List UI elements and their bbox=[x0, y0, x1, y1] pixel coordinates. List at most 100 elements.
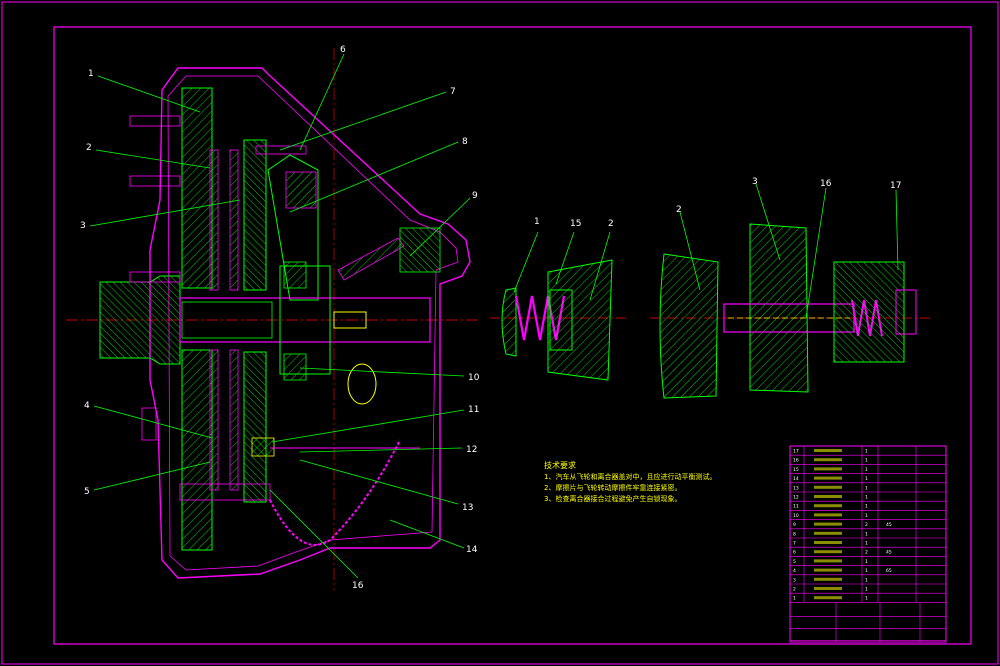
flywheel-block-lower bbox=[181, 349, 213, 551]
parts-row-name-glyph bbox=[814, 587, 842, 590]
parts-row-qty: 2 bbox=[865, 550, 868, 556]
technical-notes: 技术要求 1、汽车从飞轮和离合器盖对中，且应进行动平衡测试。 2、摩擦片与飞轮转… bbox=[544, 460, 716, 503]
parts-row-number: 10 bbox=[793, 513, 799, 519]
parts-row-qty: 1 bbox=[865, 587, 868, 593]
release-fork bbox=[337, 237, 405, 281]
bolt-mid bbox=[129, 175, 181, 187]
parts-row-material: 45 bbox=[886, 550, 892, 556]
parts-row-number: 2 bbox=[793, 587, 796, 593]
main-leaders bbox=[89, 53, 471, 579]
parts-row-material: 45 bbox=[886, 522, 892, 528]
detail-a-part-1 bbox=[501, 287, 517, 357]
parts-row-name-glyph bbox=[814, 449, 842, 452]
parts-row-number: 4 bbox=[793, 568, 796, 574]
parts-row-qty: 1 bbox=[865, 596, 868, 602]
parts-row-qty: 1 bbox=[865, 476, 868, 482]
label-2: 2 bbox=[86, 143, 92, 153]
detail-b-part-2 bbox=[659, 253, 719, 399]
friction-disc-1 bbox=[209, 149, 219, 291]
parts-row-number: 12 bbox=[793, 495, 799, 501]
parts-row-name-glyph bbox=[814, 467, 842, 471]
friction-disc-4 bbox=[229, 349, 239, 491]
notes-item-2: 2、摩擦片与飞轮转动摩擦件牢靠连接紧密。 bbox=[544, 483, 681, 492]
release-bearing bbox=[283, 261, 307, 289]
label-7: 7 bbox=[450, 87, 456, 97]
cover-spring bbox=[285, 171, 317, 209]
label-3: 3 bbox=[80, 221, 86, 231]
parts-row-number: 6 bbox=[793, 550, 796, 556]
detail-b-view bbox=[650, 223, 930, 399]
detail-b-leaders bbox=[679, 183, 899, 319]
parts-row-number: 3 bbox=[793, 577, 796, 583]
detail-b-label-17: 17 bbox=[890, 181, 901, 191]
parts-row-name-glyph bbox=[814, 596, 842, 600]
parts-row-number: 14 bbox=[793, 476, 799, 482]
pressure-plate bbox=[243, 139, 267, 291]
fork-pivot bbox=[399, 227, 441, 273]
label-12: 12 bbox=[466, 445, 477, 455]
main-assembly-view bbox=[66, 48, 480, 590]
label-13: 13 bbox=[462, 503, 473, 513]
housing-inner bbox=[167, 75, 459, 571]
shaft-key bbox=[333, 311, 367, 329]
notes-item-1: 1、汽车从飞轮和离合器盖对中，且应进行动平衡测试。 bbox=[544, 472, 716, 481]
friction-disc-2 bbox=[229, 149, 239, 291]
label-6: 6 bbox=[340, 45, 346, 55]
detail-b-label-16: 16 bbox=[820, 179, 832, 189]
parts-row-name-glyph bbox=[814, 504, 842, 508]
parts-row-number: 8 bbox=[793, 531, 796, 537]
parts-row-name-glyph bbox=[814, 577, 842, 581]
parts-row-number: 5 bbox=[793, 559, 796, 565]
inner-border bbox=[53, 26, 972, 645]
parts-row-number: 17 bbox=[793, 449, 799, 455]
parts-row-name-glyph bbox=[814, 522, 842, 526]
detail-a-label-2: 2 bbox=[608, 219, 614, 229]
parts-row-qty: 2 bbox=[865, 522, 868, 528]
cable bbox=[269, 439, 401, 546]
return-spring bbox=[251, 437, 275, 457]
detail-a-label-15: 15 bbox=[570, 219, 581, 229]
parts-row-name-glyph bbox=[814, 559, 842, 563]
label-14: 14 bbox=[466, 545, 478, 555]
label-16: 16 bbox=[352, 581, 364, 591]
parts-row-qty: 1 bbox=[865, 531, 868, 537]
bolt-side bbox=[141, 407, 157, 441]
main-labels: 1 2 3 4 5 6 7 8 9 10 11 12 13 14 16 bbox=[80, 45, 480, 591]
parts-row-name-glyph bbox=[814, 550, 842, 554]
parts-row-qty: 1 bbox=[865, 559, 868, 565]
parts-row-number: 11 bbox=[793, 504, 799, 510]
parts-row-name-glyph bbox=[814, 485, 842, 489]
label-1: 1 bbox=[88, 69, 94, 79]
parts-row-number: 7 bbox=[793, 541, 796, 547]
parts-row-qty: 1 bbox=[865, 485, 868, 491]
detail-a-leaders bbox=[513, 231, 611, 301]
parts-row-qty: 1 bbox=[865, 577, 868, 583]
detail-b-nut bbox=[895, 289, 917, 335]
parts-row-qty: 1 bbox=[865, 541, 868, 547]
detail-b-label-3: 3 bbox=[752, 177, 758, 187]
detail-b-part-3 bbox=[749, 223, 809, 393]
parts-row-qty: 1 bbox=[865, 504, 868, 510]
parts-row-qty: 1 bbox=[865, 568, 868, 574]
flywheel-block bbox=[181, 87, 213, 289]
parts-row-name-glyph bbox=[814, 513, 842, 517]
detail-b-labels: 2 3 16 17 bbox=[676, 177, 901, 215]
detail-a-labels: 1 15 2 bbox=[534, 217, 614, 229]
parts-row-qty: 1 bbox=[865, 513, 868, 519]
label-8: 8 bbox=[462, 137, 468, 147]
input-shaft-spline bbox=[181, 301, 273, 339]
label-4: 4 bbox=[84, 401, 90, 411]
adjust-eye bbox=[347, 363, 377, 405]
parts-row-name-glyph bbox=[814, 458, 842, 462]
parts-row-qty: 1 bbox=[865, 458, 868, 464]
bolt-low bbox=[129, 271, 181, 283]
release-bearing-lower bbox=[283, 353, 307, 381]
parts-row-number: 16 bbox=[793, 458, 799, 464]
parts-row-qty: 1 bbox=[865, 467, 868, 473]
parts-row-qty: 1 bbox=[865, 495, 868, 501]
label-5: 5 bbox=[84, 487, 90, 497]
parts-row-qty: 1 bbox=[865, 449, 868, 455]
parts-row-name-glyph bbox=[814, 476, 842, 480]
